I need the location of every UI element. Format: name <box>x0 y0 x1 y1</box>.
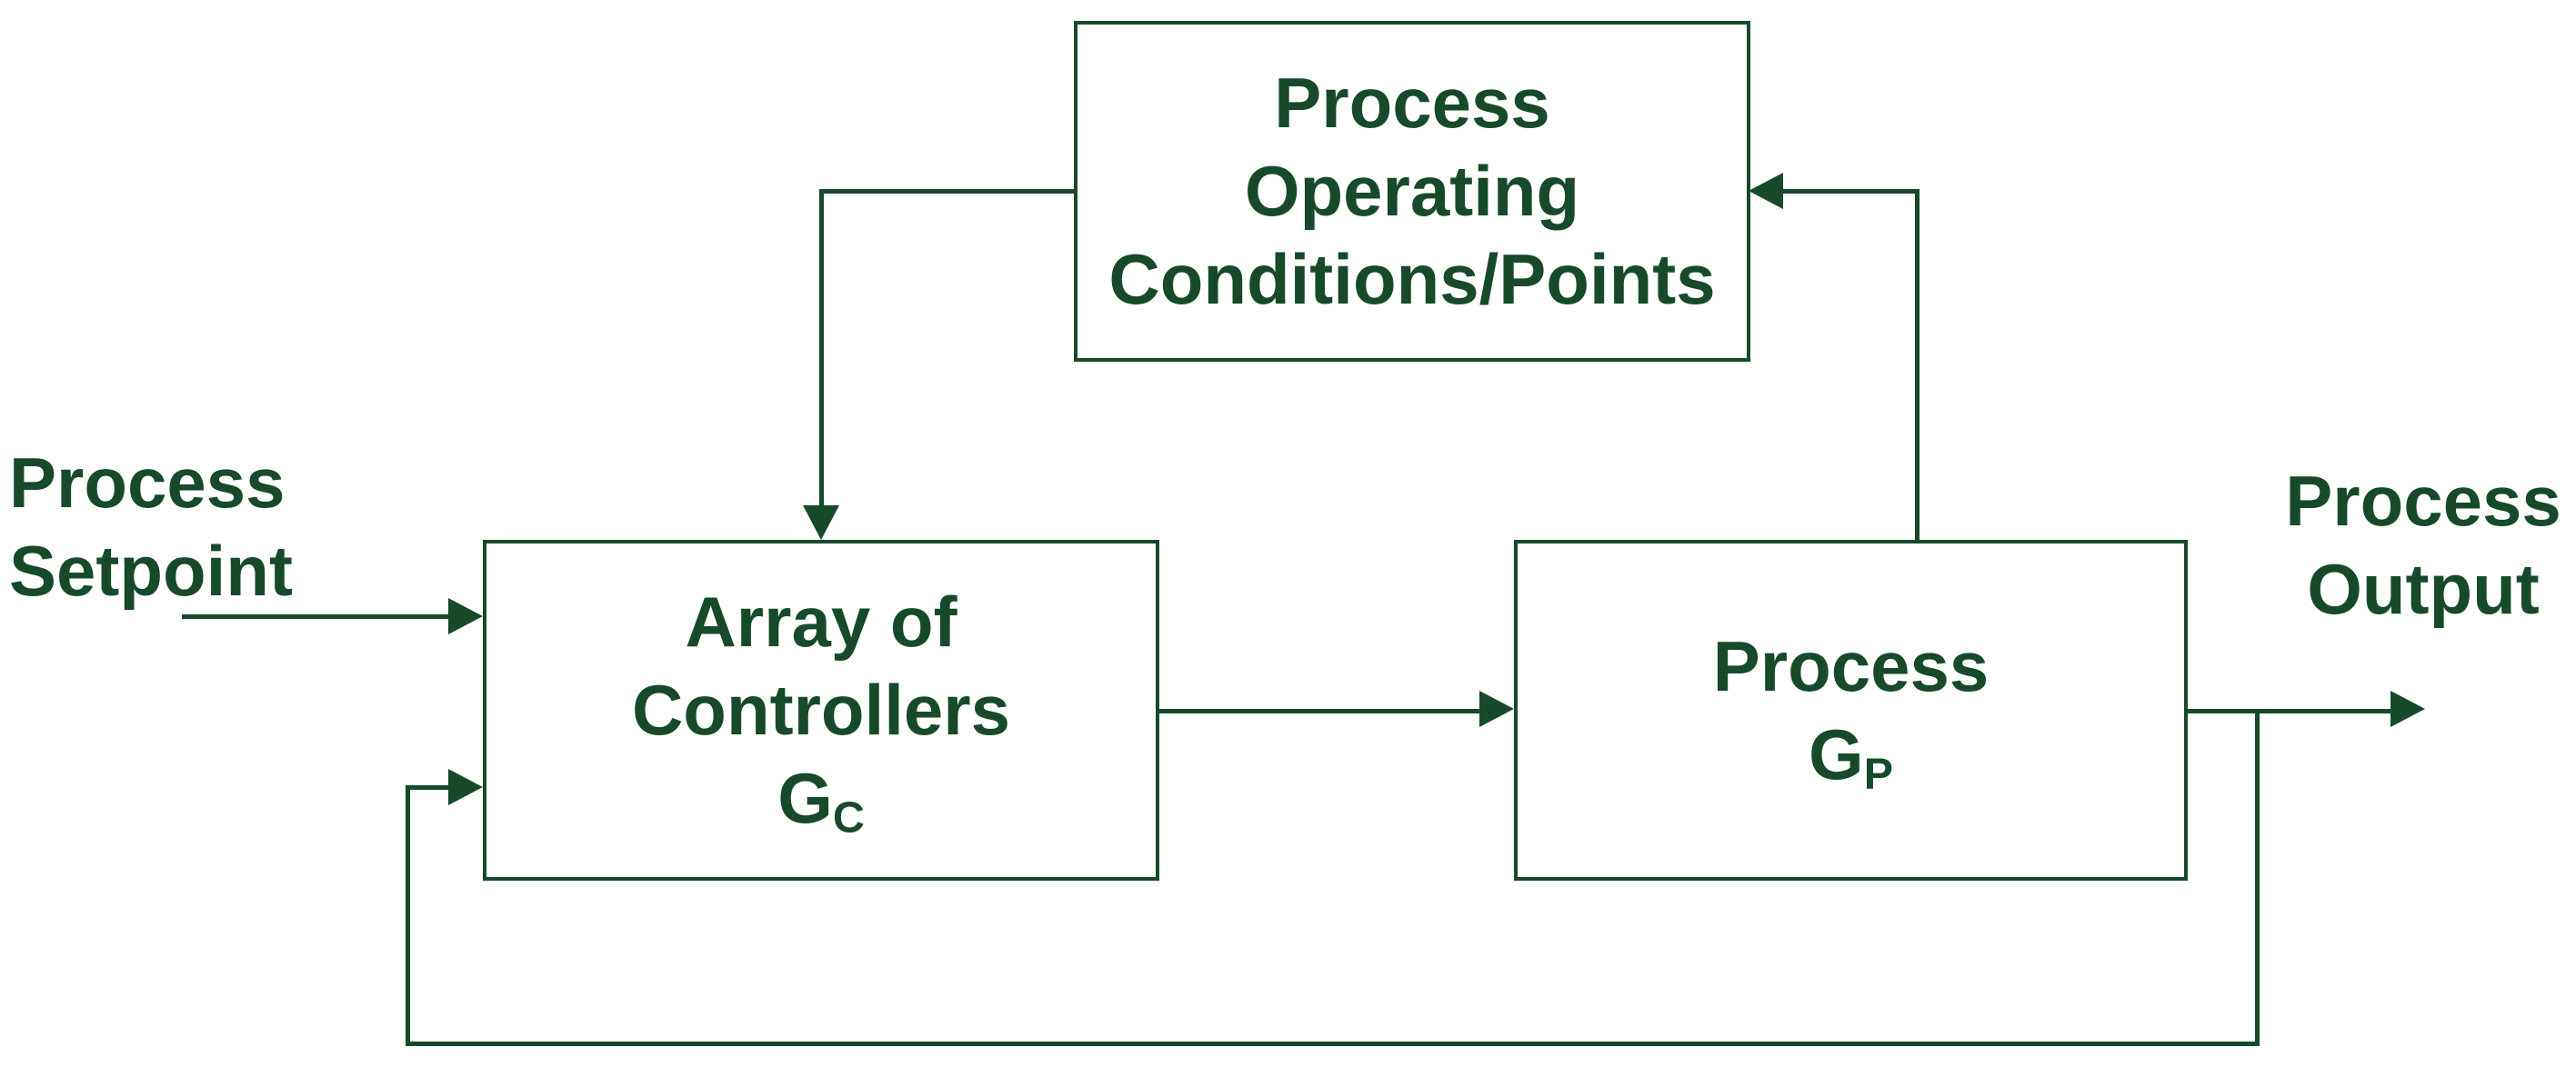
controllers-down-arrowhead-icon <box>803 505 839 540</box>
controllers-to-process-arrowhead-icon <box>1479 691 1514 727</box>
controllers-box: Array of Controllers GC <box>483 540 1159 881</box>
process-gain-symbol: G <box>1809 713 1864 794</box>
conditions-to-controllers-vertical-line <box>819 189 824 507</box>
operating-conditions-line-1: Process <box>1274 63 1550 143</box>
controllers-gain-subscript: C <box>832 793 865 843</box>
setpoint-arrowhead-icon <box>448 598 483 634</box>
process-line-1: Process <box>1712 625 1990 706</box>
setpoint-label: Process Setpoint <box>9 439 336 615</box>
setpoint-label-line-2: Setpoint <box>9 531 293 611</box>
controllers-line-2: Controllers <box>631 670 1011 750</box>
process-gain-subscript: P <box>1863 749 1893 799</box>
conditions-arrowhead-icon <box>1749 173 1783 209</box>
process-box: Process GP <box>1514 540 2188 881</box>
feedback-right-vertical-line <box>2255 711 2260 1046</box>
operating-conditions-line-3: Conditions/Points <box>1108 239 1716 319</box>
output-label-line-2: Output <box>2307 549 2540 629</box>
process-to-conditions-vertical-line <box>1915 189 1919 540</box>
controllers-line-1: Array of <box>685 582 957 662</box>
operating-conditions-line-2: Operating <box>1244 151 1580 231</box>
feedback-bottom-line <box>406 1042 2260 1046</box>
feedback-arrowhead-icon <box>448 769 483 805</box>
setpoint-label-line-1: Process <box>9 443 286 523</box>
feedback-entry-line <box>407 785 453 790</box>
process-gain: GP <box>1809 711 1893 799</box>
output-label-line-1: Process <box>2285 461 2561 541</box>
output-arrow-line <box>2188 709 2392 713</box>
controllers-to-process-line <box>1159 709 1481 713</box>
output-label: Process Output <box>2269 457 2576 633</box>
controllers-gain-symbol: G <box>777 758 833 838</box>
output-arrowhead-icon <box>2391 691 2425 727</box>
setpoint-arrow-line <box>182 614 450 619</box>
feedback-left-vertical-line <box>406 785 410 1046</box>
controllers-gain: GC <box>777 754 865 843</box>
conditions-to-controllers-horizontal-line <box>821 189 1074 194</box>
process-to-conditions-horizontal-line <box>1781 189 1919 194</box>
operating-conditions-box: Process Operating Conditions/Points <box>1074 21 1750 362</box>
